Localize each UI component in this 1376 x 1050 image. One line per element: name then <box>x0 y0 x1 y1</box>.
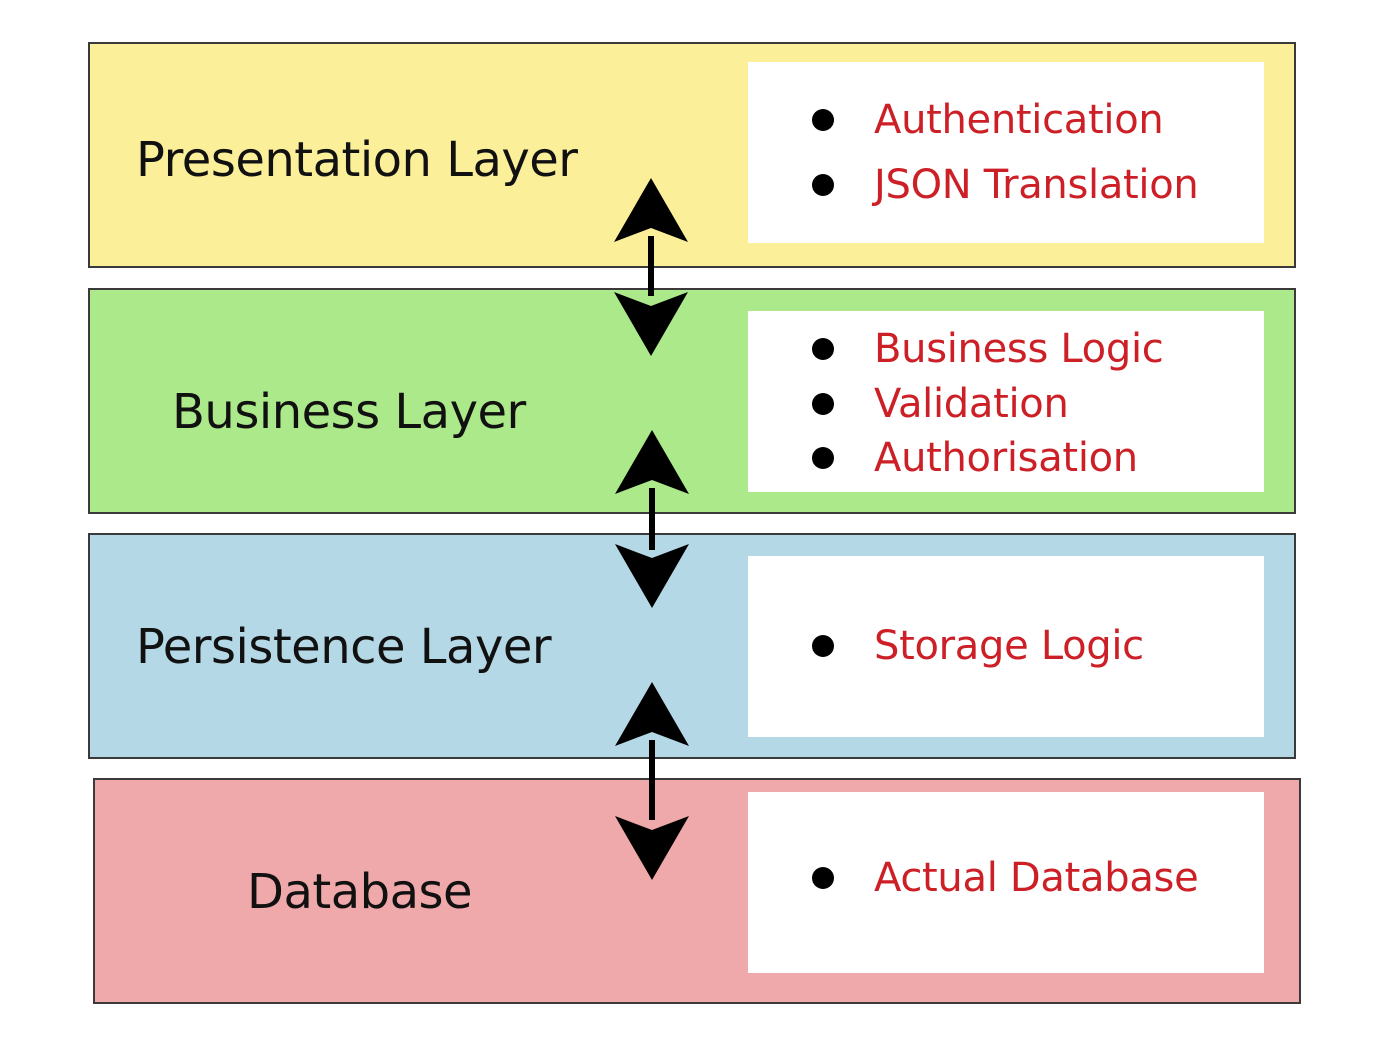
database-layer: Database Actual Database <box>93 778 1301 1004</box>
bullet-icon <box>812 109 834 131</box>
bullet-icon <box>812 174 834 196</box>
persistence-layer: Persistence Layer Storage Logic <box>88 533 1296 759</box>
list-item: Validation <box>812 384 1069 424</box>
presentation-layer: Presentation Layer Authentication JSON T… <box>88 42 1296 268</box>
arrow-business-persistence <box>615 430 689 608</box>
bullet-icon <box>812 338 834 360</box>
list-item: Authorisation <box>812 438 1138 478</box>
bullet-icon <box>812 447 834 469</box>
presentation-layer-title: Presentation Layer <box>136 132 578 188</box>
item-authorisation: Authorisation <box>874 435 1138 481</box>
database-layer-details: Actual Database <box>748 792 1264 973</box>
list-item: Business Logic <box>812 326 1164 372</box>
bullet-icon <box>812 393 834 415</box>
item-validation: Validation <box>874 381 1069 427</box>
business-layer: Business Layer Business Logic Validation… <box>88 288 1296 514</box>
item-authentication: Authentication <box>874 97 1164 143</box>
list-item: Authentication <box>812 97 1164 143</box>
item-business-logic: Business Logic <box>874 326 1164 372</box>
persistence-layer-title: Persistence Layer <box>136 619 552 675</box>
presentation-layer-details: Authentication JSON Translation <box>748 62 1264 243</box>
list-item: Actual Database <box>812 855 1199 901</box>
arrow-presentation-business <box>614 178 688 356</box>
business-layer-title: Business Layer <box>172 384 526 440</box>
bullet-icon <box>812 635 834 657</box>
arrow-persistence-database <box>615 682 689 880</box>
database-layer-title: Database <box>247 864 473 920</box>
persistence-layer-details: Storage Logic <box>748 556 1264 737</box>
business-layer-details: Business Logic Validation Authorisation <box>748 311 1264 492</box>
item-actual-database: Actual Database <box>874 855 1199 901</box>
item-storage-logic: Storage Logic <box>874 623 1144 669</box>
item-json-translation: JSON Translation <box>874 162 1199 208</box>
list-item: JSON Translation <box>812 162 1199 208</box>
list-item: Storage Logic <box>812 626 1144 666</box>
bullet-icon <box>812 867 834 889</box>
